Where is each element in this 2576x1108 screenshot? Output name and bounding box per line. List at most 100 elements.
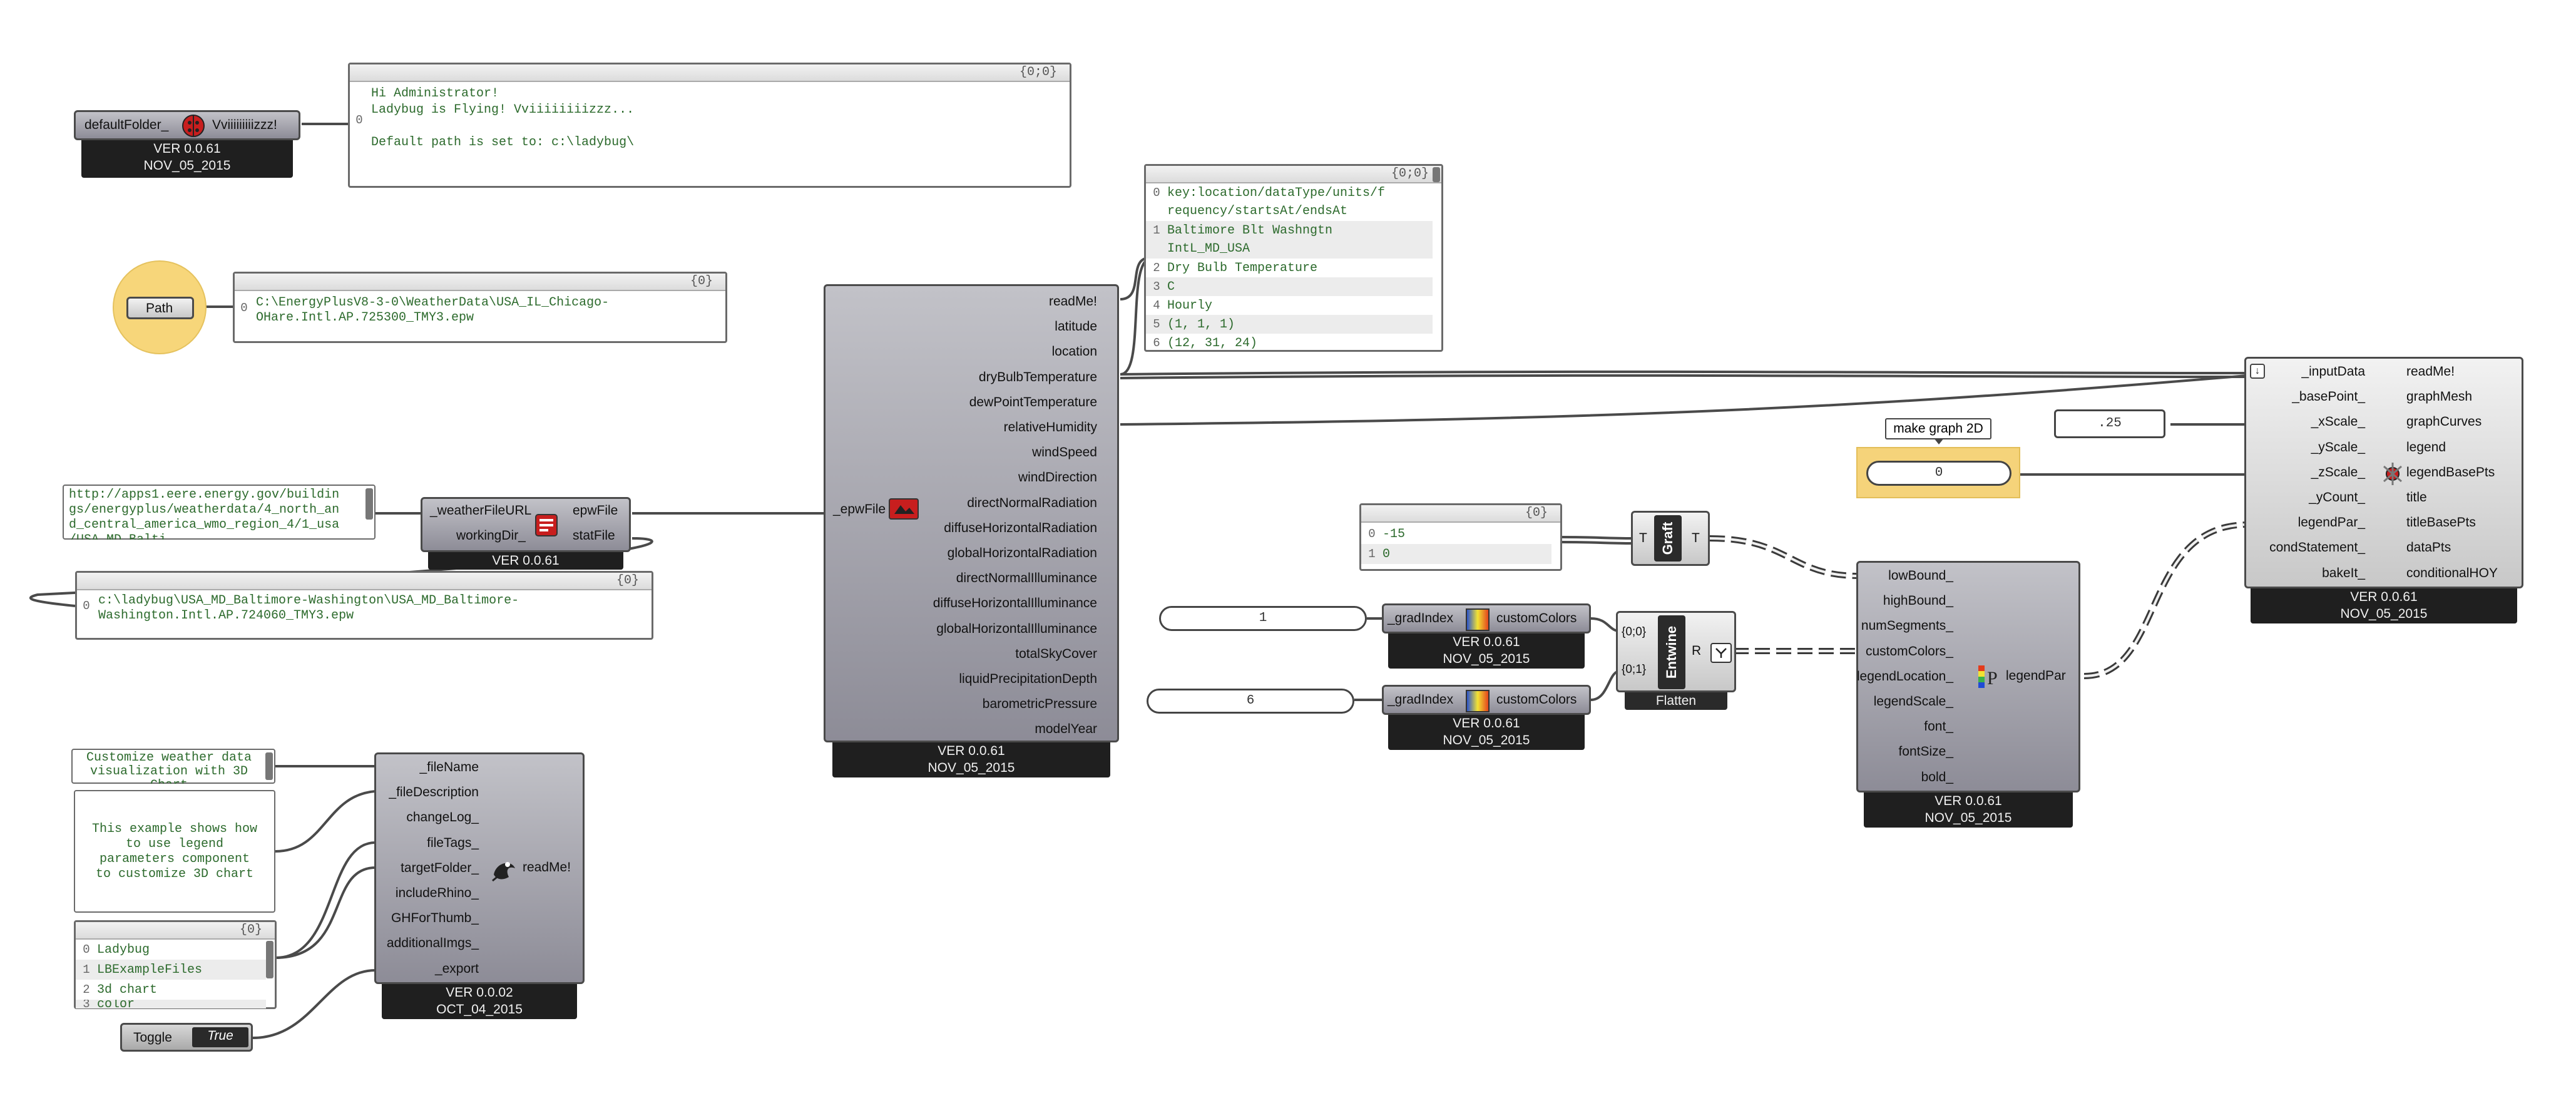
chart-output-graphcurves: graphCurves bbox=[2406, 414, 2482, 429]
scrollbar[interactable] bbox=[365, 488, 373, 520]
date-text: NOV_05_2015 bbox=[1443, 652, 1530, 666]
epw-output-winddirection: windDirection bbox=[1018, 470, 1097, 485]
panel-line: c:\ladybug\USA_MD_Baltimore-Washington\U… bbox=[98, 593, 519, 608]
version-footer: VER 0.0.61 NOV_05_2015 bbox=[832, 742, 1110, 777]
epw-output-dewpointtemperature: dewPointTemperature bbox=[969, 394, 1097, 409]
flatten-text: Flatten bbox=[1655, 694, 1697, 708]
message-panel[interactable]: {0;0} 0 Hi Administrator! Ladybug is Fly… bbox=[348, 63, 1071, 188]
export-input-changelog: changeLog_ bbox=[406, 810, 479, 825]
input-working-dir: workingDir_ bbox=[456, 528, 526, 543]
epw-output-readme: readMe! bbox=[1048, 294, 1097, 309]
panel-line: This example shows how bbox=[91, 822, 258, 836]
panel-row: 6(12, 31, 24) bbox=[1153, 336, 1258, 351]
make-2d-value[interactable]: 0 bbox=[1866, 461, 2011, 486]
scrollbar[interactable] bbox=[266, 941, 273, 978]
entwine-input-0: {0;0} bbox=[1622, 625, 1647, 639]
export-input-filetags: fileTags_ bbox=[427, 835, 479, 850]
chart-output-conditionalhoy: conditionalHOY bbox=[2406, 565, 2498, 580]
custom-colors-component-2[interactable]: _gradIndex customColors bbox=[1382, 685, 1591, 715]
version-footer: VER 0.0.61 NOV_05_2015 bbox=[1388, 634, 1585, 669]
entwine-component[interactable]: {0;0} {0;1} Entwine R bbox=[1616, 611, 1736, 692]
graft-component[interactable]: T Graft T bbox=[1631, 511, 1710, 566]
epw-output-globalhorizontalilluminance: globalHorizontalIlluminance bbox=[936, 621, 1097, 636]
custom-colors-component[interactable]: _gradIndex customColors bbox=[1382, 603, 1591, 634]
epw-path-panel[interactable]: {0} 0 c:\ladybug\USA_MD_Baltimore-Washin… bbox=[75, 571, 653, 640]
entwine-input-1: {0;1} bbox=[1622, 663, 1647, 676]
download-weather-component[interactable]: _weatherFileURL workingDir_ epwFile stat… bbox=[421, 497, 631, 552]
z-scale-slider[interactable]: .25 bbox=[2054, 409, 2165, 438]
epw-output-diffusehorizontalradiation: diffuseHorizontalRadiation bbox=[944, 520, 1097, 535]
url-panel[interactable]: http://apps1.eere.energy.gov/buildin gs/… bbox=[63, 485, 376, 540]
panel-header: {0} bbox=[1361, 505, 1560, 523]
export-input-filename: _fileName bbox=[419, 760, 479, 774]
scrollbar[interactable] bbox=[265, 752, 273, 780]
legend-input-legendscale: legendScale_ bbox=[1873, 694, 1953, 709]
slider-value: 6 bbox=[1246, 694, 1255, 708]
epw-output-directnormalradiation: directNormalRadiation bbox=[967, 495, 1097, 510]
path-param[interactable]: Path bbox=[126, 297, 194, 319]
epw-output-relativehumidity: relativeHumidity bbox=[1003, 420, 1097, 434]
output-readme: readMe! bbox=[523, 860, 571, 875]
chart-input-ycount: _yCount_ bbox=[2309, 490, 2365, 505]
chart-output-legendbasepts: legendBasePts bbox=[2406, 464, 2495, 480]
toggle-value: True bbox=[207, 1028, 233, 1043]
legend-input-legendlocation: legendLocation_ bbox=[1856, 669, 1953, 684]
value-text: .25 bbox=[2098, 416, 2122, 431]
version-text: VER 0.0.61 bbox=[492, 553, 560, 568]
toggle-label: Toggle bbox=[133, 1030, 172, 1045]
output-custom-colors: customColors bbox=[1496, 611, 1577, 625]
gradient-index-slider[interactable]: 1 bbox=[1159, 606, 1367, 631]
3d-chart-component[interactable]: ↓ _inputData_basePoint__xScale__yScale__… bbox=[2244, 357, 2523, 588]
scrollbar[interactable] bbox=[1433, 167, 1440, 182]
download-icon bbox=[534, 513, 559, 538]
chart-input-basepoint: _basePoint_ bbox=[2292, 389, 2365, 404]
panel-row: 0-15 bbox=[1368, 527, 1406, 541]
gradient-index-slider-2[interactable]: 6 bbox=[1147, 689, 1354, 714]
wire bbox=[1561, 541, 1634, 545]
epw-output-location: location bbox=[1051, 344, 1097, 359]
title-panel[interactable]: Customize weather data visualization wit… bbox=[71, 749, 275, 784]
export-input-additionalimgs: additionalImgs_ bbox=[386, 936, 479, 951]
toggle-value-box[interactable]: True bbox=[192, 1027, 248, 1047]
path-label: Path bbox=[146, 301, 173, 315]
legend-input-bold: bold_ bbox=[1921, 769, 1953, 784]
chart-output-title: title bbox=[2406, 490, 2427, 505]
ladybug-export-icon bbox=[490, 856, 519, 885]
3d-chart-icon bbox=[2380, 461, 2405, 486]
description-panel[interactable]: This example shows how to use legend par… bbox=[74, 790, 275, 913]
epw-icon bbox=[888, 496, 919, 521]
date-text: OCT_04_2015 bbox=[436, 1002, 523, 1017]
version-text: VER 0.0.61 bbox=[1453, 716, 1520, 731]
gradient-icon bbox=[1465, 689, 1490, 713]
export-input-ghforthumb: GHForThumb_ bbox=[391, 911, 479, 926]
version-text: VER 0.0.61 bbox=[153, 141, 221, 156]
input-epw-file: _epwFile bbox=[833, 502, 886, 516]
path-panel[interactable]: {0} 0 C:\EnergyPlusV8-3-0\WeatherData\US… bbox=[233, 272, 727, 343]
boolean-toggle[interactable]: Toggle True bbox=[120, 1023, 253, 1052]
date-text: NOV_05_2015 bbox=[1443, 733, 1530, 747]
collapse-arrow-icon[interactable]: ↓ bbox=[2250, 364, 2265, 379]
panel-index: 0 bbox=[83, 599, 90, 613]
chart-output-readme: readMe! bbox=[2406, 364, 2455, 379]
panel-line: parameters component bbox=[99, 852, 250, 866]
chart-input-xscale: _xScale_ bbox=[2311, 414, 2365, 429]
value-text: 0 bbox=[1935, 466, 1943, 480]
wire bbox=[1561, 536, 1634, 540]
panel-line: visualization with 3D bbox=[89, 764, 248, 779]
legend-parameters-component[interactable]: P legendPar lowBound_highBound_numSegmen… bbox=[1856, 561, 2080, 793]
wire-dashed bbox=[2083, 521, 2247, 679]
date-text: NOV_05_2015 bbox=[928, 761, 1015, 775]
date-text: NOV_05_2015 bbox=[1924, 811, 2012, 825]
panel-line: Hi Administrator! bbox=[371, 86, 499, 101]
wire-dashed bbox=[1709, 535, 1859, 579]
default-folder-component[interactable]: defaultFolder_ Vviiiiiiiiizzz! bbox=[74, 110, 300, 140]
